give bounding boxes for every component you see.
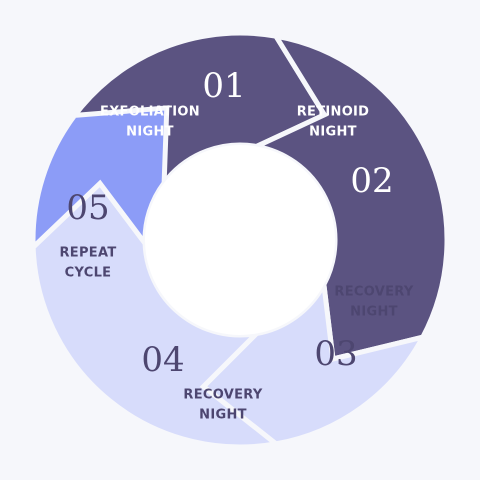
step-label-03-line2: NIGHT	[350, 305, 398, 320]
step-label-01-line2: NIGHT	[126, 125, 174, 140]
step-label-04-line1: RECOVERY	[183, 388, 262, 403]
step-label-05-line1: REPEAT	[59, 246, 116, 261]
step-number-01: 01	[202, 66, 245, 106]
step-number-04: 04	[141, 340, 184, 380]
step-number-05: 05	[66, 188, 109, 228]
step-label-05-line2: CYCLE	[65, 266, 112, 281]
step-number-02: 02	[350, 161, 393, 201]
step-label-02-line2: NIGHT	[309, 125, 357, 140]
step-label-03-line1: RECOVERY	[334, 285, 413, 300]
step-number-03: 03	[314, 334, 357, 374]
step-label-01-line1: EXFOLIATION	[100, 105, 200, 120]
step-label-04-line2: NIGHT	[199, 408, 247, 423]
center-circle	[145, 145, 335, 335]
step-label-02-line1: RETINOID	[297, 105, 370, 120]
